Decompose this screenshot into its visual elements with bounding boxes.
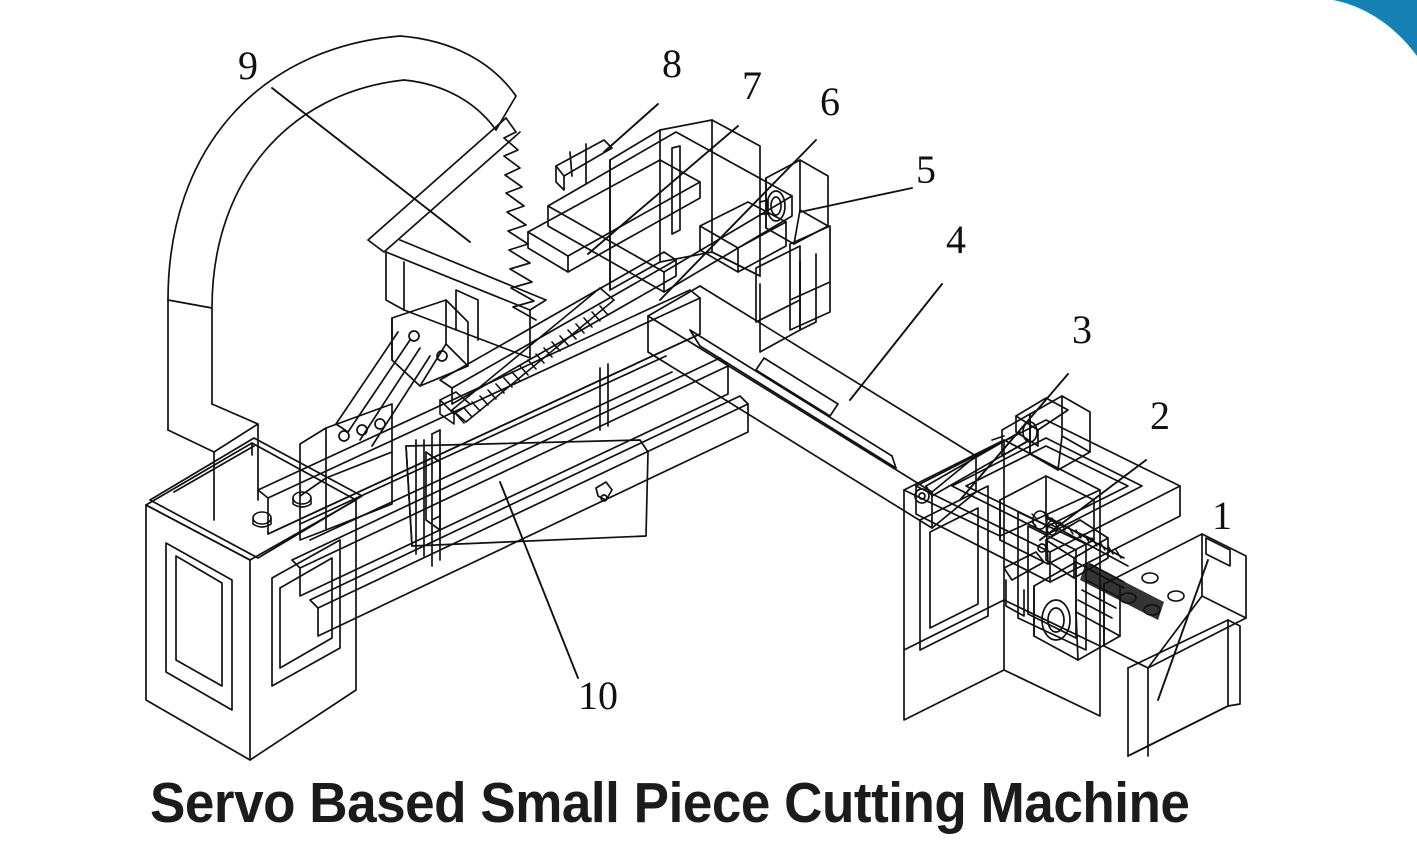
left-pedestal-base [145, 437, 363, 761]
toothed-saw-blade [367, 117, 547, 359]
leader-line-3 [959, 373, 1069, 501]
callout-leader-lines [271, 87, 1209, 701]
callout-label-2: 2 [1150, 393, 1170, 438]
callout-label-1: 1 [1212, 493, 1232, 538]
leader-line-8 [603, 103, 659, 153]
figure-title: Servo Based Small Piece Cutting Machine [150, 771, 1190, 835]
clamp-servo-motor [755, 159, 831, 331]
leader-line-4 [849, 283, 943, 401]
right-base-block [1103, 533, 1247, 757]
threaded-lead-screw [439, 287, 615, 425]
leader-line-7 [587, 125, 739, 255]
callout-label-10: 10 [578, 673, 618, 718]
leader-line-1 [1157, 559, 1209, 701]
leader-line-5 [799, 187, 913, 213]
callout-label-8: 8 [662, 41, 682, 86]
rear-top-rail [439, 251, 677, 405]
callout-label-7: 7 [742, 63, 762, 108]
main-servo-drive [1003, 519, 1164, 661]
upper-guide-arm [914, 397, 1069, 504]
leader-line-9 [271, 87, 471, 243]
machine-bed-panels [257, 289, 749, 637]
callout-label-6: 6 [820, 79, 840, 124]
swing-arm-pivot-assembly [299, 299, 469, 541]
callout-label-5: 5 [916, 147, 936, 192]
leader-line-6 [659, 139, 817, 301]
leader-line-2 [1039, 459, 1147, 541]
callout-label-9: 9 [238, 43, 258, 88]
deck-bolts [252, 491, 312, 528]
saw-blade-guard-arc [167, 35, 517, 521]
workpiece-vise-clamp [527, 119, 793, 293]
callout-label-3: 3 [1072, 307, 1092, 352]
callout-label-4: 4 [946, 217, 966, 262]
leader-line-10 [499, 481, 579, 679]
rear-uprights [431, 253, 817, 567]
